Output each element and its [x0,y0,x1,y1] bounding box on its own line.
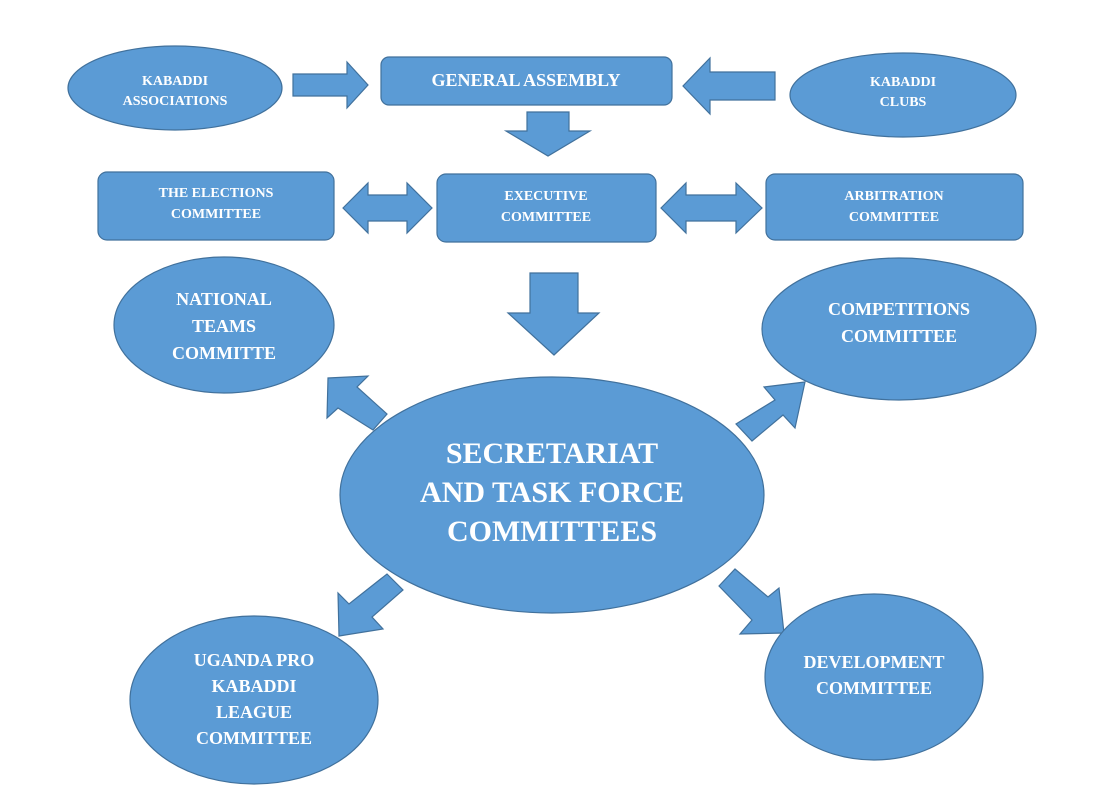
ellipse-shape [129,615,379,785]
ellipse-shape [67,45,283,131]
node-label-line: COMMITTEE [816,678,932,698]
ellipse-shape [761,257,1037,401]
node-label-line: GENERAL ASSEMBLY [432,70,621,90]
double-arrow-icon [342,181,433,235]
arrow-right-icon [292,60,369,110]
node-national-teams-committee: NATIONAL TEAMS COMMITTE [113,256,335,394]
ellipse-shape [113,256,335,394]
rect-shape [436,173,657,243]
arrow-up-right-icon [735,381,806,442]
node-label-line: KABADDI [211,676,296,696]
node-kabaddi-clubs: KABADDI CLUBS [789,52,1017,138]
node-secretariat: SECRETARIAT AND TASK FORCE COMMITTEES [339,376,765,614]
node-label-line: THE ELECTIONS [159,186,274,201]
arrow-left-icon [682,56,776,116]
node-development-committee: DEVELOPMENT COMMITTEE [764,593,984,761]
node-label-line: COMMITTEE [501,210,591,225]
node-elections-committee: THE ELECTIONS COMMITTEE [97,171,335,241]
node-label-line: KABADDI [870,75,936,90]
node-label-line: ASSOCIATIONS [123,94,228,109]
arrow-down-right-icon [718,568,785,635]
node-executive-committee: EXECUTIVE COMMITTEE [436,173,657,243]
arrow-down-icon [503,111,593,157]
node-arbitration-committee: ARBITRATION COMMITTEE [765,173,1024,241]
node-label-line: COMMITTEE [849,210,939,225]
node-label-line: LEAGUE [216,702,292,722]
node-label-line: ARBITRATION [844,189,943,204]
arrow-down-left-icon [337,573,404,637]
ellipse-shape [764,593,984,761]
node-label-line: NATIONAL [176,289,272,309]
node-label-line: COMMITTEES [447,515,657,548]
node-label-line: CLUBS [880,95,927,110]
arrow-up-left-icon [326,375,388,431]
ellipse-shape [339,376,765,614]
node-label-line: COMMITTEE [196,728,312,748]
rect-shape [380,56,673,106]
node-label-line: UGANDA PRO [194,650,315,670]
double-arrow-icon [660,181,763,235]
arrow-down-icon [506,272,601,356]
node-label-line: AND TASK FORCE [420,476,684,509]
node-label-line: KABADDI [142,74,208,89]
ellipse-shape [789,52,1017,138]
node-general-assembly: GENERAL ASSEMBLY [380,56,673,106]
rect-shape [765,173,1024,241]
node-label-line: COMMITTEE [171,207,261,222]
node-label-line: TEAMS [192,316,256,336]
node-label-line: COMPETITIONS [828,299,970,319]
node-uganda-pro-kabaddi-league-committee: UGANDA PRO KABADDI LEAGUE COMMITTEE [129,615,379,785]
node-label-line: DEVELOPMENT [803,652,944,672]
node-label-line: SECRETARIAT [446,437,658,470]
rect-shape [97,171,335,241]
node-label-line: COMMITTE [172,343,276,363]
node-kabaddi-associations: KABADDI ASSOCIATIONS [67,45,283,131]
node-competitions-committee: COMPETITIONS COMMITTEE [761,257,1037,401]
node-label-line: EXECUTIVE [504,189,587,204]
node-label-line: COMMITTEE [841,326,957,346]
